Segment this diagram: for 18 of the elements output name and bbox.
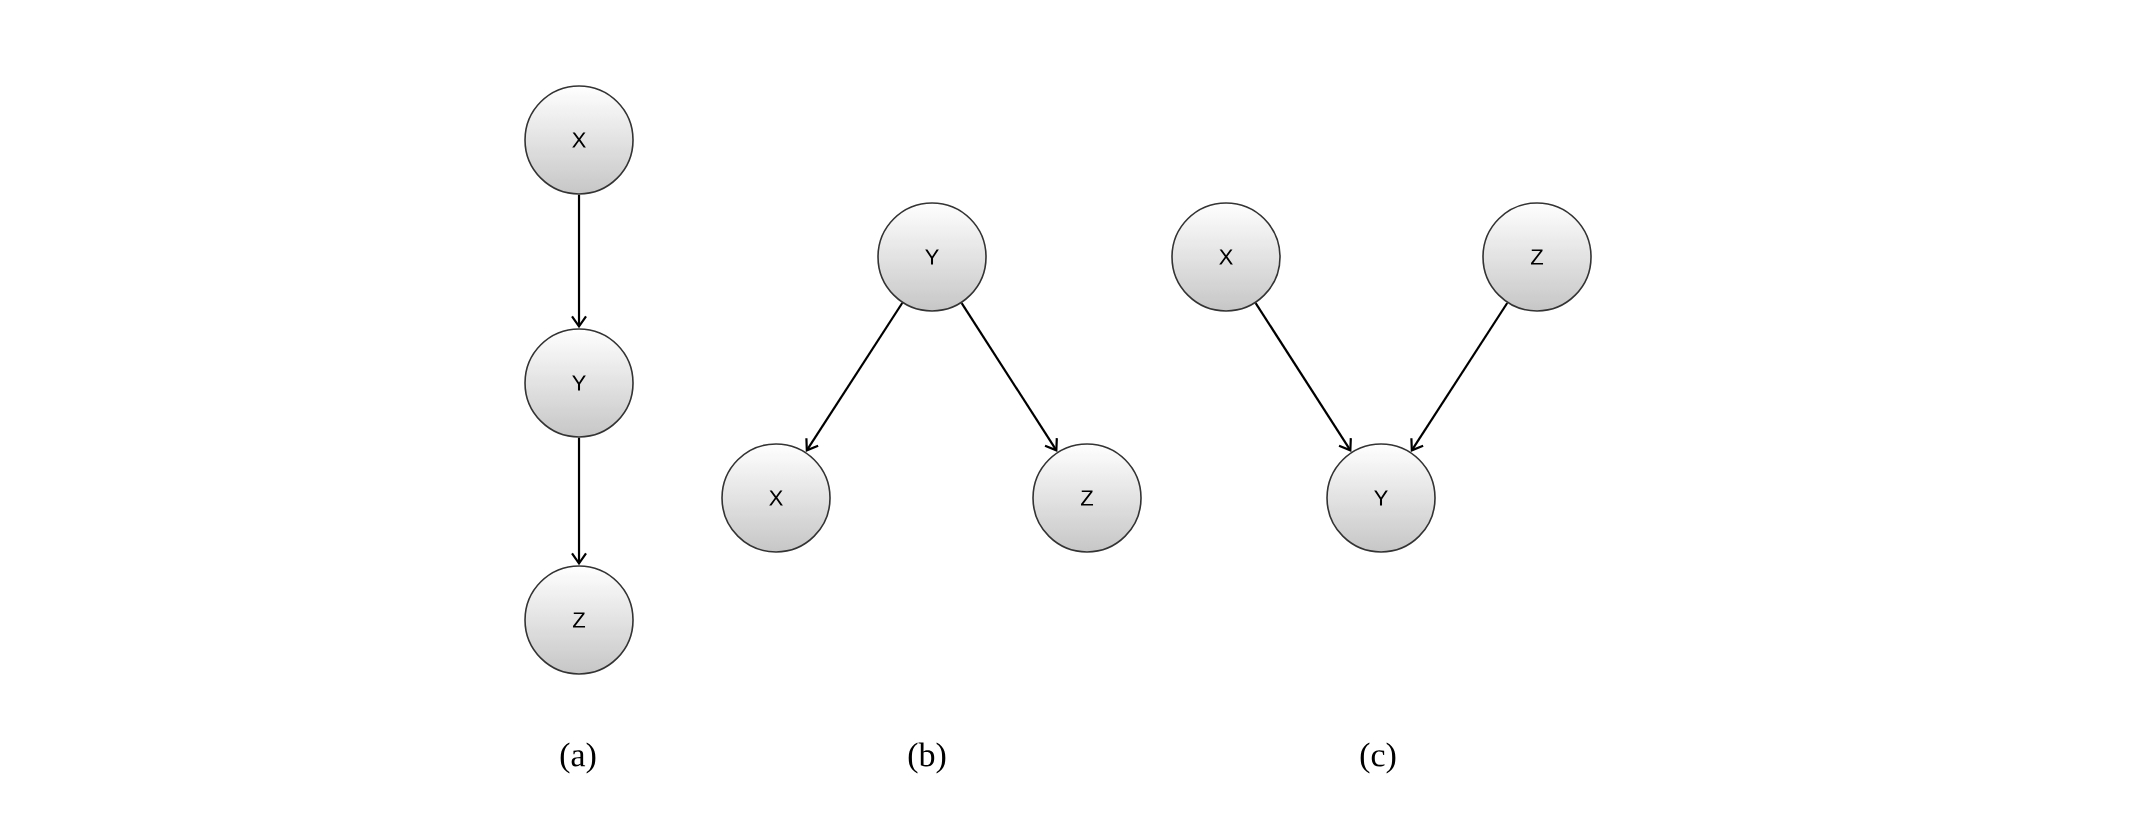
panel-label: (a) bbox=[560, 742, 596, 774]
panel-label: (b) bbox=[908, 742, 946, 774]
panel-label: (c) bbox=[1360, 742, 1396, 774]
graph-node: X bbox=[721, 443, 831, 553]
graph-node: Z bbox=[524, 565, 634, 675]
graph-node: X bbox=[524, 85, 634, 195]
arrow bbox=[1410, 302, 1509, 452]
graph-node: X bbox=[1171, 202, 1281, 312]
arrow bbox=[1254, 302, 1352, 452]
arrow bbox=[571, 194, 587, 329]
arrow bbox=[805, 302, 904, 452]
graph-node: Z bbox=[1032, 443, 1142, 553]
graph-node: Z bbox=[1482, 202, 1592, 312]
graph-node: Y bbox=[524, 328, 634, 438]
arrow bbox=[571, 437, 587, 566]
arrow bbox=[960, 302, 1058, 452]
graph-node: Y bbox=[1326, 443, 1436, 553]
graph-node: Y bbox=[877, 202, 987, 312]
